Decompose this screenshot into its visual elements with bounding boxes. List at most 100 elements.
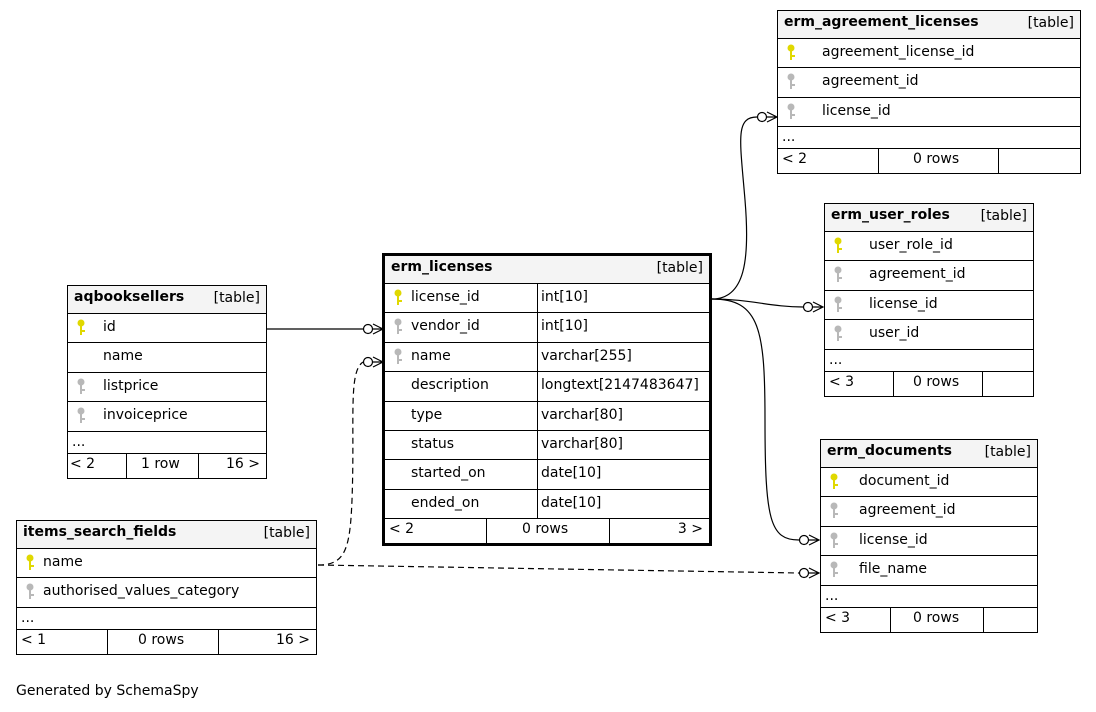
column-row[interactable]: invoiceprice xyxy=(68,402,266,432)
foreign-key-icon xyxy=(787,73,795,90)
primary-key-icon xyxy=(26,554,34,570)
foreign-key-icon xyxy=(830,502,838,519)
table-name: erm_agreement_licenses xyxy=(784,14,979,30)
column-row[interactable]: listprice xyxy=(68,373,266,403)
table-type: [table] xyxy=(984,444,1031,460)
foreign-key-icon xyxy=(834,266,842,283)
column-row[interactable]: user_role_id xyxy=(825,232,1033,262)
column-row[interactable]: status varchar[80] xyxy=(385,430,709,461)
column-name: authorised_values_category xyxy=(43,583,240,600)
column-row[interactable]: description longtext[2147483647] xyxy=(385,372,709,402)
table-erm-agreement-licenses[interactable]: erm_agreement_licenses [table] agreement… xyxy=(777,10,1081,175)
column-row[interactable]: license_id xyxy=(821,527,1037,557)
table-name: aqbooksellers xyxy=(74,289,185,305)
column-name: user_id xyxy=(869,325,920,342)
table-type: [table] xyxy=(1027,15,1074,31)
table-header: erm_user_roles [table] xyxy=(825,204,1033,232)
column-name: status xyxy=(411,435,455,452)
table-erm-documents[interactable]: erm_documents [table] document_id agreem… xyxy=(820,439,1038,633)
table-name: erm_user_roles xyxy=(831,207,950,223)
column-type: varchar[255] xyxy=(541,347,632,364)
column-row[interactable]: started_on date[10] xyxy=(385,460,709,490)
column-row[interactable]: authorised_values_category xyxy=(17,578,316,608)
column-row[interactable]: license_id xyxy=(825,291,1033,321)
foreign-key-icon xyxy=(830,561,838,578)
column-row[interactable]: license_id xyxy=(778,98,1080,128)
foreign-key-icon xyxy=(834,325,842,342)
foreign-key-icon xyxy=(830,532,838,548)
foreign-key-icon xyxy=(787,103,795,119)
column-row[interactable]: document_id xyxy=(821,468,1037,498)
table-aqbooksellers[interactable]: aqbooksellers [table] id name listprice … xyxy=(67,285,267,479)
column-row[interactable]: name xyxy=(17,549,316,579)
column-row[interactable]: id xyxy=(68,314,266,344)
column-name: name xyxy=(103,348,143,365)
column-row[interactable]: user_id xyxy=(825,320,1033,350)
primary-key-icon xyxy=(830,473,838,489)
row-count: 0 rows xyxy=(913,151,960,168)
parents-count: < 1 xyxy=(21,631,47,648)
edge-items-search-fields-erm-documents xyxy=(317,564,800,574)
column-name: listprice xyxy=(103,377,159,394)
column-type: varchar[80] xyxy=(541,406,623,423)
table-header: erm_agreement_licenses [table] xyxy=(778,11,1080,39)
table-footer: < 3 0 rows xyxy=(821,607,1037,632)
row-count: 1 row xyxy=(141,455,180,472)
primary-key-icon xyxy=(77,319,85,335)
table-erm-user-roles[interactable]: erm_user_roles [table] user_role_id agre… xyxy=(824,203,1034,397)
column-row[interactable]: ended_on date[10] xyxy=(385,489,709,520)
row-count: 0 rows xyxy=(913,373,960,390)
parents-count: < 2 xyxy=(389,521,415,538)
table-footer: < 2 0 rows xyxy=(778,149,1080,174)
foreign-key-icon xyxy=(77,407,85,424)
column-type: longtext[2147483647] xyxy=(541,377,699,394)
table-header: erm_documents [table] xyxy=(821,440,1037,468)
column-name: license_id xyxy=(859,531,928,548)
column-name: agreement_license_id xyxy=(822,44,975,60)
table-erm-licenses[interactable]: erm_licenses [table] license_id int[10] … xyxy=(382,253,712,547)
column-type: int[10] xyxy=(541,289,588,305)
table-header: items_search_fields [table] xyxy=(17,521,316,549)
foreign-key-icon xyxy=(26,583,34,600)
column-row[interactable]: agreement_license_id xyxy=(778,39,1080,69)
column-name: license_id xyxy=(869,295,938,312)
column-row[interactable]: agreement_id xyxy=(821,497,1037,527)
column-row[interactable]: license_id int[10] xyxy=(385,284,709,314)
column-name: invoiceprice xyxy=(103,407,188,424)
table-type: [table] xyxy=(656,260,703,276)
table-type: [table] xyxy=(980,208,1027,224)
more-columns-ellipsis: ... xyxy=(68,432,266,454)
column-row[interactable]: file_name xyxy=(821,556,1037,586)
column-row[interactable]: type varchar[80] xyxy=(385,401,709,431)
column-row[interactable]: vendor_id int[10] xyxy=(385,313,709,343)
parents-count: < 3 xyxy=(829,373,855,390)
more-columns-ellipsis: ... xyxy=(17,608,316,630)
table-name: items_search_fields xyxy=(23,524,177,540)
column-row[interactable]: agreement_id xyxy=(825,261,1033,291)
column-type: int[10] xyxy=(541,318,588,335)
row-count: 0 rows xyxy=(138,631,185,648)
column-name: agreement_id xyxy=(822,73,919,90)
column-name: id xyxy=(103,319,116,335)
column-type: date[10] xyxy=(541,465,602,482)
column-row[interactable]: name varchar[255] xyxy=(385,342,709,373)
column-name: name xyxy=(411,347,451,364)
table-header: erm_licenses [table] xyxy=(385,256,709,284)
column-name: agreement_id xyxy=(859,502,956,519)
table-items-search-fields[interactable]: items_search_fields [table] name authori… xyxy=(16,520,317,655)
column-row[interactable]: agreement_id xyxy=(778,68,1080,98)
table-name: erm_documents xyxy=(827,443,952,459)
column-name: started_on xyxy=(411,465,486,482)
table-footer: < 1 0 rows 16 > xyxy=(17,629,316,654)
column-row[interactable]: name xyxy=(68,343,266,373)
parents-count: < 3 xyxy=(825,609,851,626)
table-type: [table] xyxy=(263,525,310,541)
table-footer: < 2 1 row 16 > xyxy=(68,453,266,478)
table-header: aqbooksellers [table] xyxy=(68,286,266,314)
foreign-key-icon xyxy=(834,296,842,312)
table-footer: < 2 0 rows 3 > xyxy=(385,519,709,544)
generated-by-caption: Generated by SchemaSpy xyxy=(16,683,199,699)
column-name: ended_on xyxy=(411,494,480,511)
column-name: license_id xyxy=(411,289,480,305)
